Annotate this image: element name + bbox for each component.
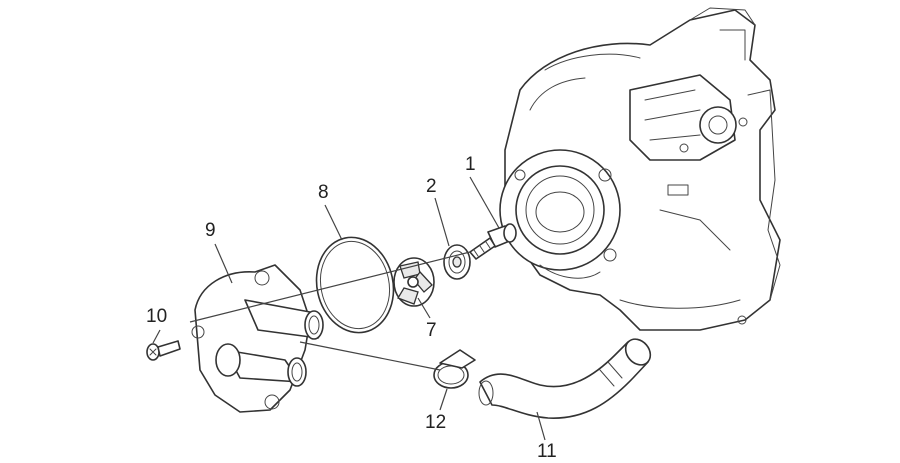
- callout-10: 10: [146, 306, 167, 327]
- engine-housing: [499, 7, 781, 331]
- callout-9: 9: [205, 220, 216, 241]
- callout-1: 1: [465, 154, 476, 175]
- callout-12: 12: [425, 412, 446, 433]
- callout-7: 7: [426, 320, 437, 341]
- leader-lines: [152, 176, 546, 441]
- callout-labels: 1 2 7 8 9 10 11 12: [146, 154, 557, 462]
- part-11-hose: [478, 338, 652, 419]
- callout-2: 2: [426, 176, 437, 197]
- callout-8: 8: [318, 182, 329, 203]
- part-12-hose-clamp: [433, 349, 476, 389]
- part-7-impeller: [393, 257, 435, 307]
- part-8-o-ring: [315, 236, 395, 334]
- part-1-shaft: [469, 223, 517, 260]
- part-2-seal: [443, 244, 471, 280]
- part-9-pump-cover: [191, 264, 324, 413]
- callout-11: 11: [537, 441, 557, 462]
- part-10-screw: [146, 340, 181, 361]
